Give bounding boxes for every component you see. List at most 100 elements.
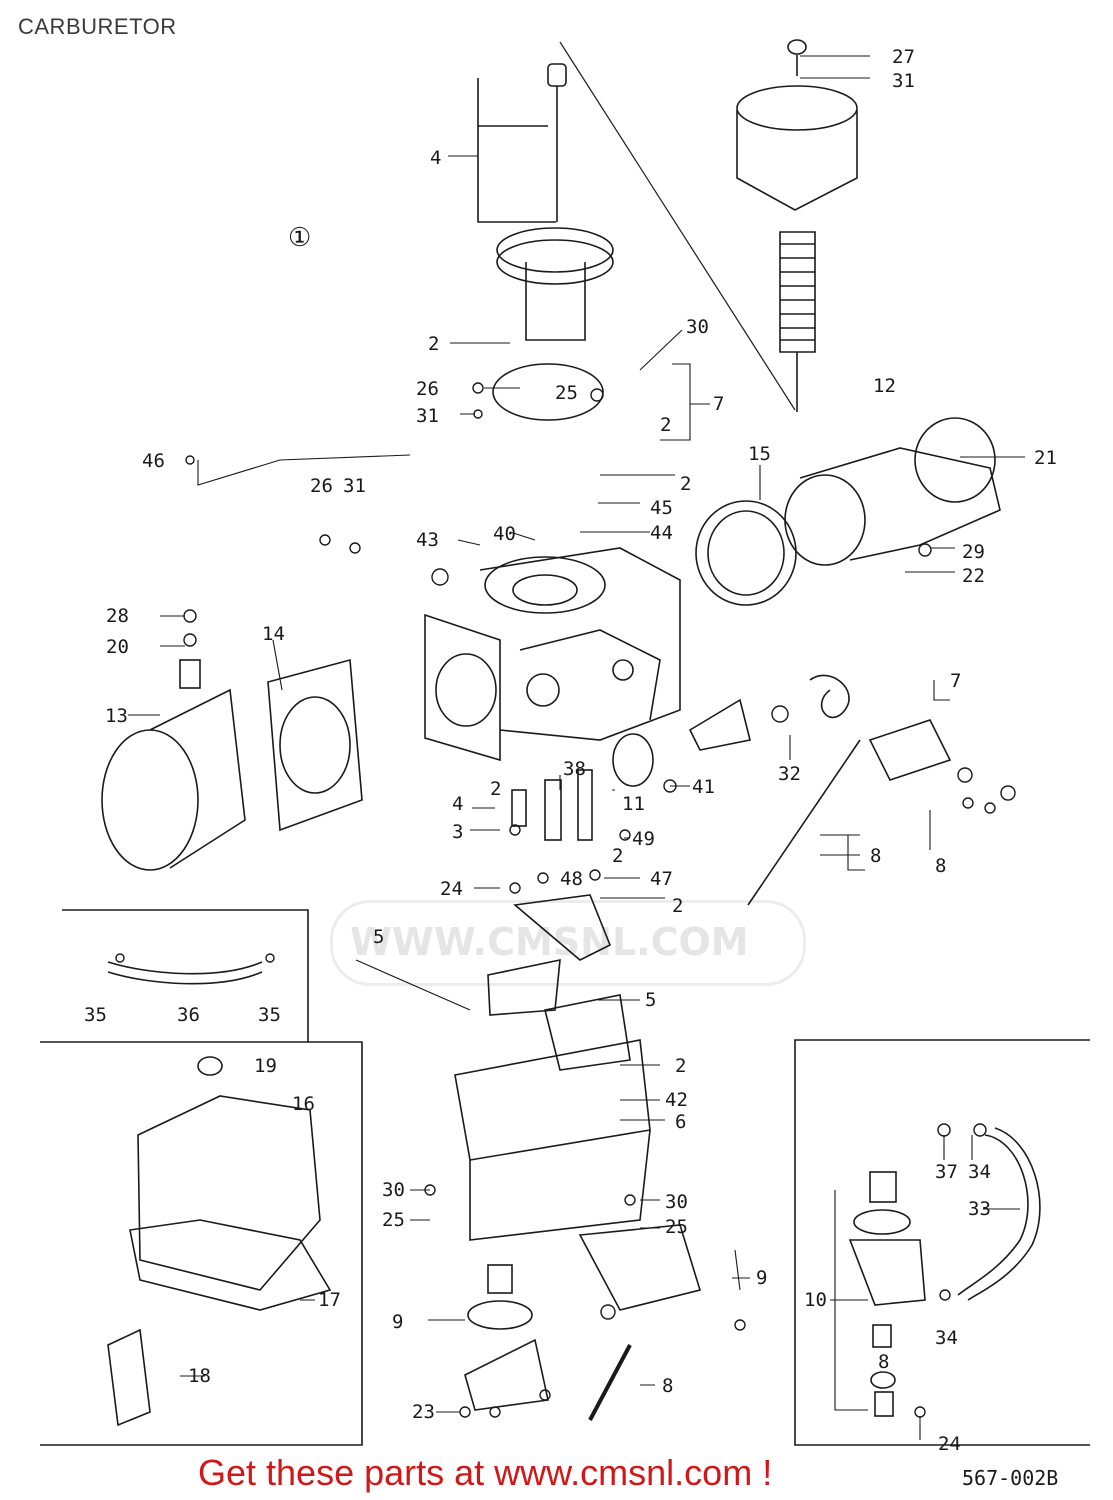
- diagonal-leader: [559, 41, 796, 411]
- frame-gasket-box: [62, 909, 309, 1042]
- callout-49: 49: [632, 828, 655, 850]
- callout-9: 9: [756, 1267, 767, 1289]
- callout-2: 2: [660, 414, 671, 436]
- callout-3: 3: [452, 821, 463, 843]
- callout-25: 25: [382, 1209, 405, 1231]
- callout-17: 17: [318, 1289, 341, 1311]
- frame-right-box: [794, 1039, 1090, 1446]
- callout-26: 26: [416, 378, 439, 400]
- callout-4: 4: [430, 147, 441, 169]
- callout-15: 15: [748, 443, 771, 465]
- callout-21: 21: [1034, 447, 1057, 469]
- callout-26: 26: [310, 475, 333, 497]
- callout-31: 31: [892, 70, 915, 92]
- callout-46: 46: [142, 450, 165, 472]
- callout-4: 4: [452, 793, 463, 815]
- callout-2: 2: [672, 895, 683, 917]
- callout-18: 18: [188, 1365, 211, 1387]
- callout-8: 8: [870, 845, 881, 867]
- callout-30: 30: [382, 1179, 405, 1201]
- part-36-hose: [107, 961, 263, 985]
- leader-lines: [128, 55, 1025, 1440]
- callout-31: 31: [416, 405, 439, 427]
- callout-labels: 27 31 4 2 30 26 25 7 31 2 12 46 2 15 21 …: [84, 46, 1057, 1455]
- fasteners: [115, 382, 1016, 1418]
- part-jets: [511, 733, 654, 961]
- callout-35: 35: [258, 1004, 281, 1026]
- callout-23: 23: [412, 1401, 435, 1423]
- part-13-choke-housing: [101, 659, 246, 871]
- callout-8: 8: [662, 1375, 673, 1397]
- callout-41: 41: [692, 776, 715, 798]
- part-10-fuel-pump: [848, 1127, 1041, 1417]
- callout-25: 25: [665, 1216, 688, 1238]
- callout-42: 42: [665, 1089, 688, 1111]
- callout-28: 28: [106, 605, 129, 627]
- callout-12: 12: [873, 375, 896, 397]
- part-main-body: [424, 547, 681, 762]
- part-2-o-ring: [492, 363, 604, 421]
- callout-36: 36: [177, 1004, 200, 1026]
- part-16-17-cover: [129, 1056, 332, 1311]
- callout-37: 37: [935, 1161, 958, 1183]
- callout-7: 7: [713, 393, 724, 415]
- callout-22: 22: [962, 565, 985, 587]
- callout-11: 11: [622, 793, 645, 815]
- part-8-rod: [588, 1344, 632, 1421]
- callout-7: 7: [950, 670, 961, 692]
- callout-5: 5: [645, 989, 656, 1011]
- watermark-frame: [330, 900, 806, 986]
- callout-2: 2: [680, 473, 691, 495]
- callout-43: 43: [416, 529, 439, 551]
- callout-48: 48: [560, 868, 583, 890]
- callout-34: 34: [935, 1327, 958, 1349]
- callout-30: 30: [686, 316, 709, 338]
- callout-24: 24: [938, 1433, 961, 1455]
- callout-2: 2: [490, 778, 501, 800]
- callout-33: 33: [968, 1198, 991, 1220]
- callout-45: 45: [650, 497, 673, 519]
- callout-29: 29: [962, 541, 985, 563]
- callout-9: 9: [392, 1311, 403, 1333]
- frame-left-box: [40, 1041, 363, 1446]
- callout-14: 14: [262, 623, 285, 645]
- callout-25: 25: [555, 382, 578, 404]
- part-18-plate: [107, 1328, 151, 1427]
- callout-16: 16: [292, 1093, 315, 1115]
- page-title: CARBURETOR: [18, 14, 177, 39]
- callout-35: 35: [84, 1004, 107, 1026]
- callout-19: 19: [254, 1055, 277, 1077]
- callout-38: 38: [563, 758, 586, 780]
- callout-24: 24: [440, 878, 463, 900]
- part-air-cleaner: [736, 39, 858, 412]
- part-float-bowl: [454, 958, 702, 1311]
- assembly-mark: ①: [288, 223, 311, 253]
- callout-10: 10: [804, 1289, 827, 1311]
- callout-47: 47: [650, 868, 673, 890]
- part-12-intake-elbow: [695, 417, 1001, 606]
- part-linkage: [688, 674, 952, 906]
- callout-34: 34: [968, 1161, 991, 1183]
- callout-30: 30: [665, 1191, 688, 1213]
- callout-5: 5: [373, 926, 384, 948]
- diagram-code: 567-002B: [962, 1466, 1059, 1490]
- callout-6: 6: [675, 1111, 686, 1133]
- callout-20: 20: [106, 636, 129, 658]
- callout-32: 32: [778, 763, 801, 785]
- callout-2: 2: [612, 845, 623, 867]
- callout-2: 2: [428, 333, 439, 355]
- part-9-diaphragm: [464, 1264, 549, 1411]
- callout-31: 31: [343, 475, 366, 497]
- callout-2: 2: [675, 1055, 686, 1077]
- callout-44: 44: [650, 522, 673, 544]
- callout-8: 8: [878, 1351, 889, 1373]
- callout-40: 40: [493, 523, 516, 545]
- watermark: WWW.CMSNL.COM: [350, 920, 749, 964]
- part-14-gasket: [267, 658, 363, 832]
- callout-27: 27: [892, 46, 915, 68]
- callout-8: 8: [935, 855, 946, 877]
- cta-link[interactable]: Get these parts at www.cmsnl.com !: [198, 1452, 773, 1493]
- part-4-cover-assembly: [477, 63, 614, 341]
